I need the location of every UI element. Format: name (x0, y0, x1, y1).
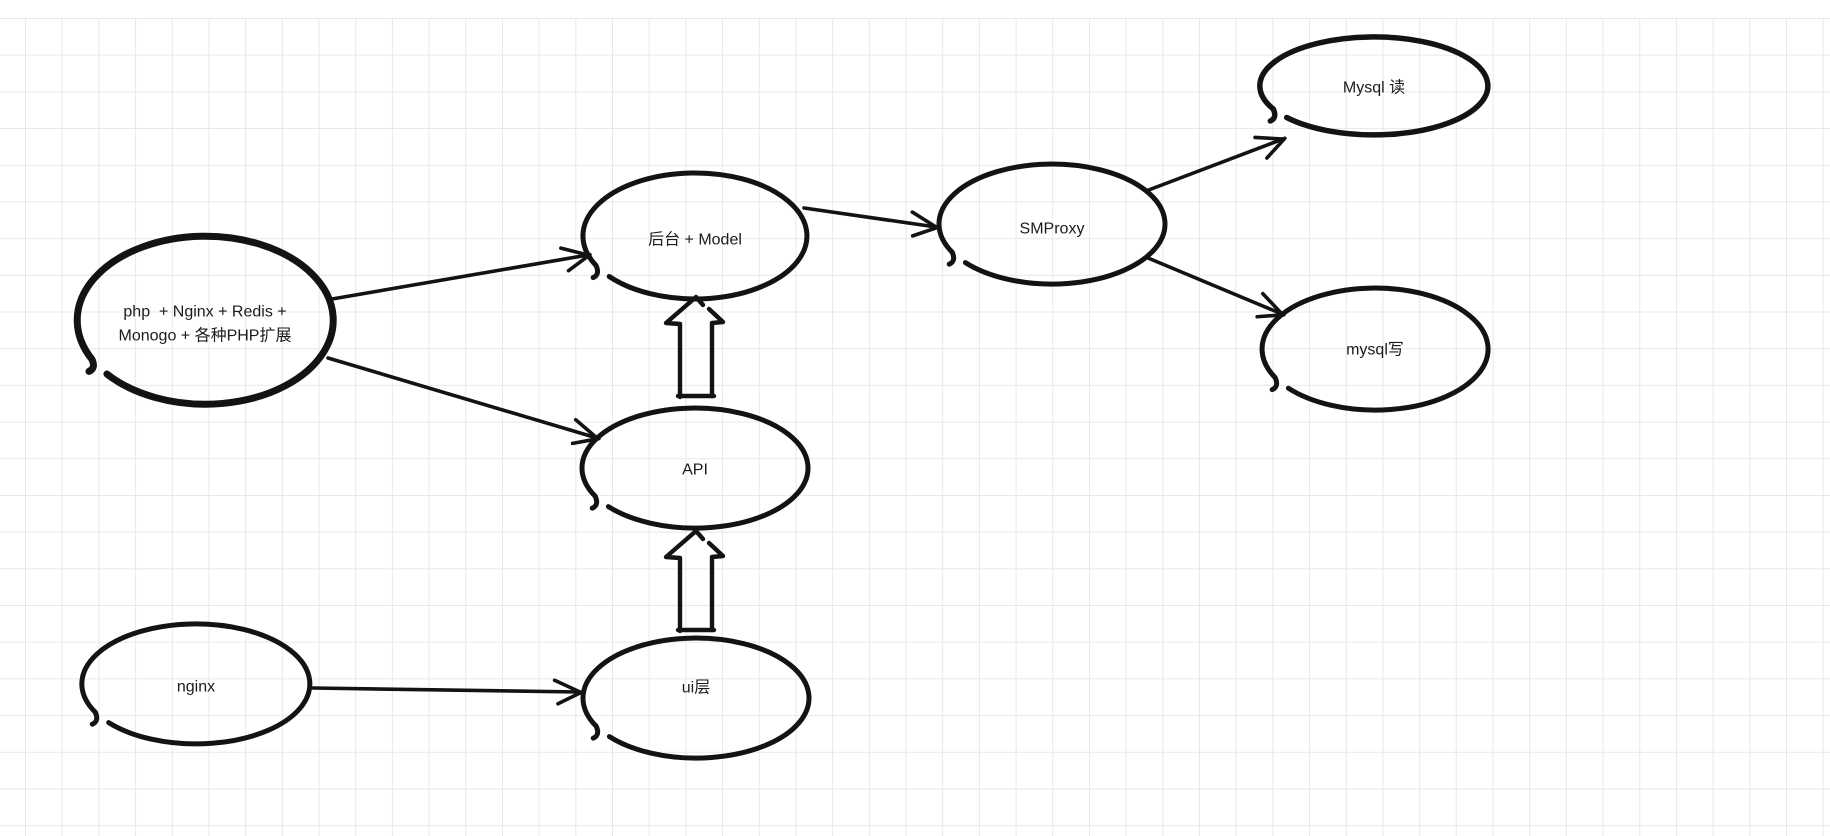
arrowhead-icon (573, 417, 599, 440)
node-php-stack-outline (73, 232, 337, 408)
node-api-label: API (682, 462, 708, 479)
node-nginx[interactable]: nginx (79, 621, 313, 747)
node-api-outline (579, 405, 811, 531)
node-nginx-label: nginx (177, 679, 215, 696)
node-ui-layer-outline (580, 635, 812, 761)
edge-php-to-api[interactable] (326, 356, 601, 446)
node-api[interactable]: API (579, 405, 811, 531)
node-houtai-model-label: 后台 + Model (648, 231, 742, 249)
edge-smproxy-to-mysqlwrite-line (1146, 256, 1284, 316)
arrowhead-icon (556, 690, 584, 706)
arrowhead-icon (1255, 312, 1286, 319)
node-mysql-write-outline (1259, 285, 1491, 413)
edge-smproxy-to-mysqlread-line (1144, 137, 1285, 193)
edge-nginx-to-ui-line (311, 686, 582, 694)
node-mysql-write[interactable]: mysql写 (1259, 285, 1491, 413)
edge-smproxy-to-mysqlread[interactable] (1144, 135, 1287, 193)
edge-nginx-to-ui[interactable] (311, 678, 584, 706)
node-ui-layer[interactable]: ui层 (580, 635, 812, 761)
arrowhead-icon (1265, 136, 1287, 160)
node-houtai-model-outline (580, 170, 810, 302)
arrowhead-icon (1253, 135, 1285, 141)
node-php-stack[interactable]: php + Nginx + Redis + Monogo + 各种PHP扩展 (73, 232, 337, 408)
arrowhead-icon (552, 678, 582, 694)
edge-php-to-houtai[interactable] (330, 246, 592, 301)
arrowhead-icon (566, 252, 592, 273)
node-nginx-outline (79, 621, 313, 747)
edge-smproxy-to-mysqlwrite[interactable] (1146, 256, 1286, 319)
edge-houtai-to-smproxy[interactable] (802, 206, 940, 238)
block-arrow-ui-to-api-stroke (706, 540, 726, 633)
block-arrow-ui-to-api[interactable] (663, 528, 726, 634)
arrowhead-icon (559, 246, 590, 257)
block-arrow-ui-to-api-stroke (663, 528, 706, 634)
node-mysql-read-label: Mysql 读 (1343, 79, 1405, 97)
node-smproxy-outline (936, 161, 1168, 287)
block-arrow-api-to-houtai-stroke (663, 294, 706, 400)
block-arrow-api-to-houtai[interactable] (663, 294, 726, 400)
node-smproxy[interactable]: SMProxy (936, 161, 1168, 287)
node-mysql-read[interactable]: Mysql 读 (1257, 34, 1491, 138)
arrowhead-icon (910, 225, 940, 238)
node-php-stack-label: Monogo + 各种PHP扩展 (119, 327, 292, 345)
node-houtai-model[interactable]: 后台 + Model (580, 170, 810, 302)
node-ui-layer-label: ui层 (682, 680, 710, 697)
edge-php-to-houtai-line (330, 253, 590, 301)
edge-houtai-to-smproxy-line (802, 206, 938, 229)
edge-php-to-api-line (326, 356, 599, 440)
arrowhead-icon (910, 210, 938, 229)
arrowhead-icon (570, 436, 601, 446)
arrowhead-icon (1260, 291, 1284, 316)
node-smproxy-label: SMProxy (1020, 221, 1085, 238)
block-arrow-api-to-houtai-stroke (706, 306, 726, 399)
node-mysql-read-outline (1257, 34, 1491, 138)
node-mysql-write-label: mysql写 (1346, 342, 1404, 359)
node-php-stack-label: php + Nginx + Redis + (123, 304, 286, 321)
